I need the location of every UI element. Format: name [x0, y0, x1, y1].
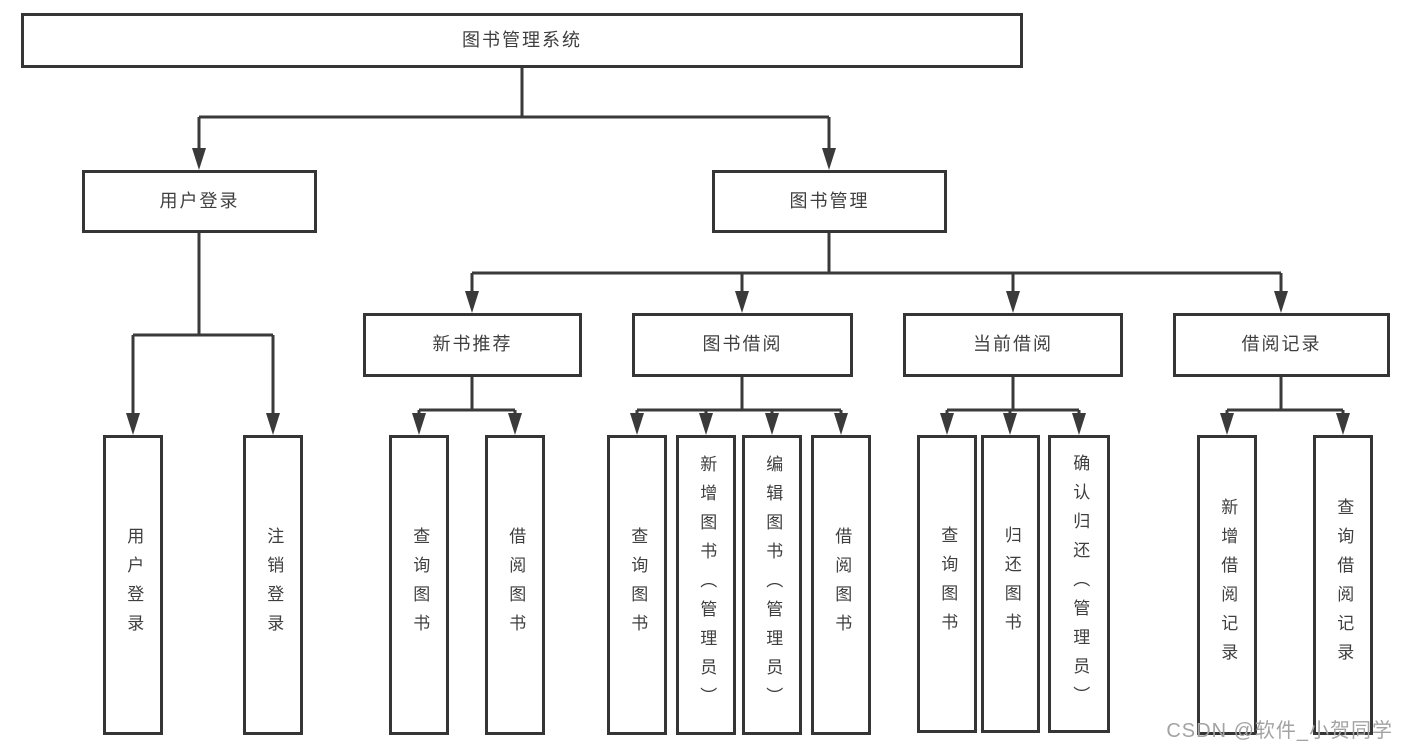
node-book-borrowing: 图书借阅 — [632, 313, 853, 377]
connectors-user-login — [126, 233, 280, 435]
arrowhead — [1003, 413, 1017, 435]
connectors-current-borrowing — [940, 377, 1086, 435]
node-library-management-system: 图书管理系统 — [21, 13, 1023, 68]
connectors-root — [192, 68, 836, 170]
node-borrowing-records: 借阅记录 — [1173, 313, 1390, 377]
arrowhead — [1220, 413, 1234, 435]
node-book-management: 图书管理 — [712, 170, 947, 233]
arrowhead — [266, 413, 280, 435]
node-query-borrow-record: 查询借阅记录 — [1313, 435, 1373, 735]
arrowhead — [508, 413, 522, 435]
node-new-book-recommendation: 新书推荐 — [363, 313, 582, 377]
connectors-borrowing-records — [1220, 377, 1350, 435]
node-edit-books-admin: 编辑图书（管理员） — [742, 435, 802, 735]
node-query-books-recommend: 查询图书 — [389, 435, 449, 735]
node-user-login: 用户登录 — [82, 170, 317, 233]
arrowhead — [192, 148, 206, 170]
arrowhead — [1336, 413, 1350, 435]
arrowhead — [1274, 291, 1288, 313]
arrowhead — [765, 413, 779, 435]
arrowhead — [1072, 413, 1086, 435]
arrowhead — [699, 413, 713, 435]
arrowhead — [465, 291, 479, 313]
connectors-new-book-recommendation — [412, 377, 522, 435]
node-borrow-books-borrow: 借阅图书 — [811, 435, 871, 735]
node-current-borrowing: 当前借阅 — [903, 313, 1123, 377]
node-add-borrow-record: 新增借阅记录 — [1197, 435, 1257, 735]
node-query-books-current: 查询图书 — [917, 435, 977, 733]
connectors-book-borrowing — [630, 377, 848, 435]
arrowhead — [940, 413, 954, 435]
csdn-watermark: CSDN @软件_小贺同学 — [1166, 720, 1393, 742]
arrowhead — [822, 148, 836, 170]
arrowhead — [412, 413, 426, 435]
arrowhead — [630, 413, 644, 435]
arrowhead — [735, 291, 749, 313]
node-borrow-books-recommend: 借阅图书 — [485, 435, 545, 735]
node-user-login-action: 用户登录 — [103, 435, 163, 735]
connectors-book-management — [465, 233, 1288, 313]
node-add-books-admin: 新增图书（管理员） — [676, 435, 736, 735]
node-query-books-borrow: 查询图书 — [607, 435, 667, 735]
node-logout-action: 注销登录 — [243, 435, 303, 735]
node-return-books: 归还图书 — [981, 435, 1040, 733]
arrowhead — [1006, 291, 1020, 313]
node-confirm-return-admin: 确认归还（管理员） — [1048, 435, 1110, 733]
arrowhead — [126, 413, 140, 435]
arrowhead — [834, 413, 848, 435]
